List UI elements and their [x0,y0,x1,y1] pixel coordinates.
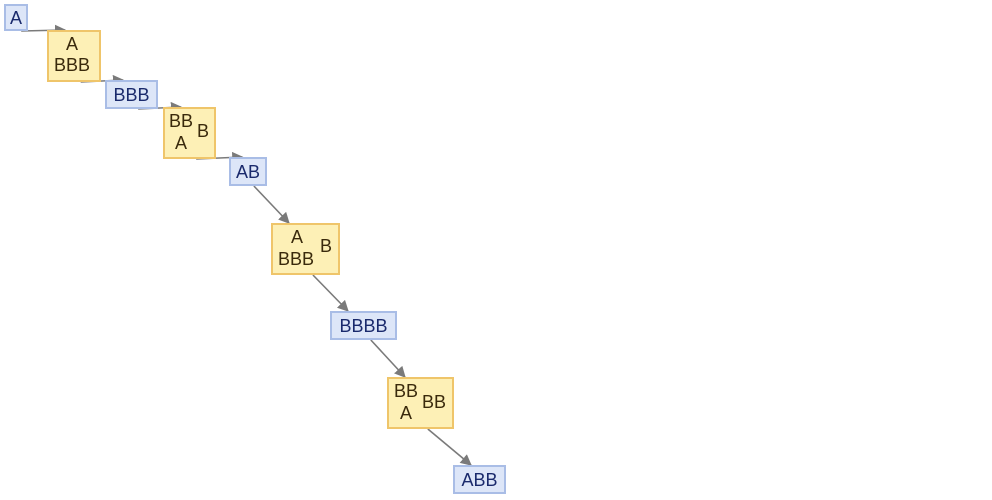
edge-arrow-5 [253,185,290,224]
rule-bottom-text: BBB [54,55,91,75]
rule-top-text: A [291,227,304,247]
rule-bottom-text: A [400,403,413,423]
edge-arrow-8 [427,428,472,466]
state-node-4: BBBB [330,311,397,340]
state-node-2: BBB [105,80,158,109]
state-node-1: A [4,4,28,31]
state-node-3: AB [229,157,267,186]
rule-node-4: BB A BB [387,377,454,429]
edge-arrow-7 [370,339,406,378]
rule-side-text: B [197,121,210,141]
rule-node-3: A BBB B [271,223,340,275]
rule-top-text: BB [394,381,419,401]
rule-node-1: A BBB [47,30,101,82]
rule-bottom-text: A [175,133,188,153]
state-node-5: ABB [453,465,506,494]
edge-arrow-6 [312,274,349,312]
rule-node-2: BB A B [163,107,216,159]
rule-side-text: BB [422,392,447,412]
rule-bottom-text: BBB [278,249,315,269]
rule-top-text: A [66,34,79,54]
rule-side-text: B [320,236,333,256]
rule-top-text: BB [169,111,194,131]
